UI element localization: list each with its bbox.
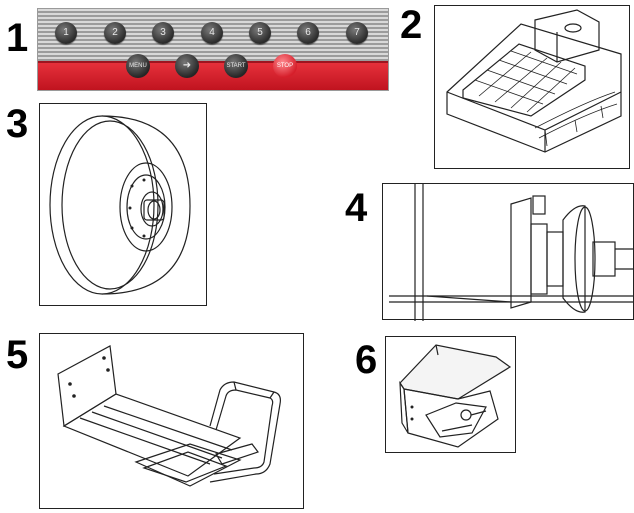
figure-number-4: 4	[345, 186, 368, 230]
key-2-button[interactable]: 2	[104, 22, 126, 44]
keypad-red-strip	[38, 63, 388, 90]
figure-number-6: 6	[355, 338, 378, 382]
figure-4-frame	[382, 183, 634, 321]
key-7-button[interactable]: 7	[346, 22, 368, 44]
lift-drawing	[57, 345, 281, 487]
figure-number-2: 2	[400, 3, 423, 47]
wheel-drawing	[49, 115, 191, 295]
machine-body-drawing	[446, 9, 622, 153]
key-3-button[interactable]: 3	[152, 22, 174, 44]
figure-6-frame	[385, 336, 516, 453]
key-4-button[interactable]: 4	[201, 22, 223, 44]
keypad-divider	[38, 61, 388, 64]
figure-number-1: 1	[6, 16, 29, 60]
figure-2-frame	[434, 5, 630, 169]
shaft-drawing	[389, 184, 634, 321]
key-1-button[interactable]: 1	[55, 22, 77, 44]
key-5-button[interactable]: 5	[249, 22, 271, 44]
key-6-button[interactable]: 6	[297, 22, 319, 44]
figure-number-3: 3	[6, 102, 29, 146]
figure-3-frame	[39, 103, 207, 306]
keypad-panel: 1 2 3 4 5 6 7 MENU ➜ START STOP	[37, 8, 389, 91]
start-button[interactable]: START	[224, 54, 248, 78]
figure-number-5: 5	[6, 333, 29, 377]
figure-5-frame	[39, 333, 304, 509]
arrow-button[interactable]: ➜	[175, 54, 199, 78]
menu-button[interactable]: MENU	[126, 54, 150, 78]
pedal-drawing	[399, 344, 512, 448]
stop-button[interactable]: STOP	[273, 54, 297, 78]
